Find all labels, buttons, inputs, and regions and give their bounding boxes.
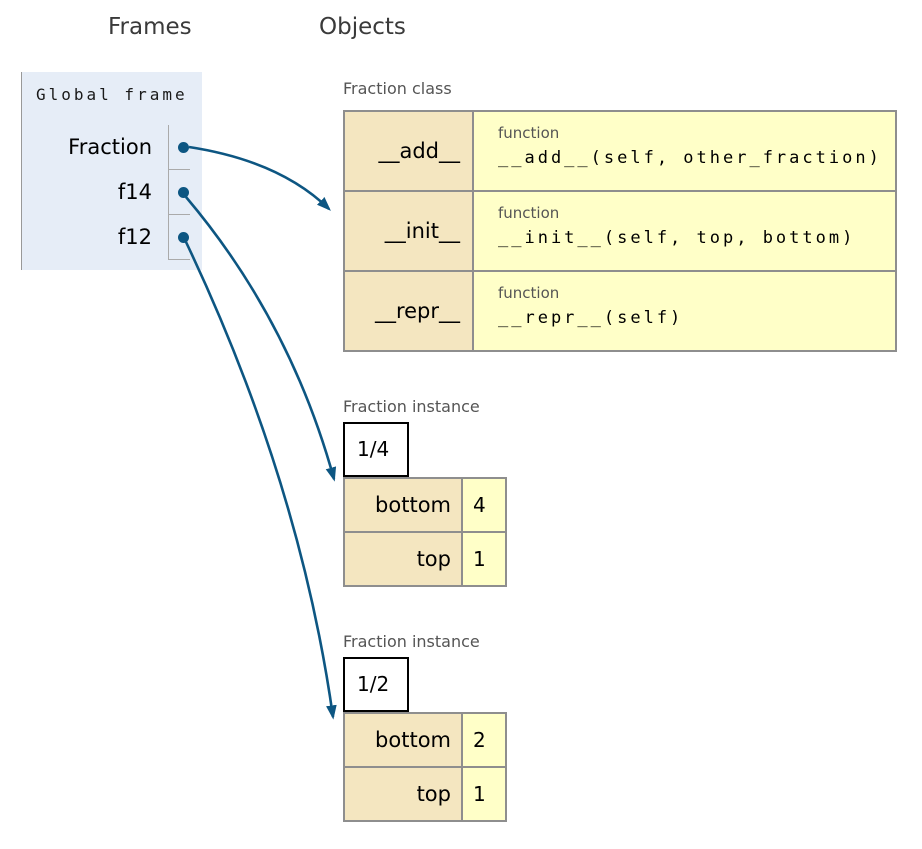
- fraction-instance1-repr-box: 1/4: [343, 422, 409, 477]
- method-row-repr: __repr__ function __repr__(self): [345, 270, 895, 350]
- attribute-name: top: [345, 768, 461, 820]
- fraction-class-table: __add__ function __add__(self, other_fra…: [343, 110, 897, 352]
- fraction-instance2-type-label: Fraction instance: [343, 632, 480, 651]
- attribute-row-top: top 1: [345, 531, 505, 585]
- variable-row-fraction: Fraction: [22, 125, 202, 170]
- attribute-value: 2: [461, 714, 505, 766]
- function-signature: __init__(self, top, bottom): [498, 228, 856, 248]
- attribute-row-bottom: bottom 2: [345, 714, 505, 766]
- attribute-name: top: [345, 533, 461, 585]
- fraction-instance1-table: bottom 4 top 1: [343, 477, 507, 587]
- pointer-dot: [178, 231, 189, 243]
- objects-column-heading: Objects: [319, 14, 406, 40]
- arrow-f12-to-instance: [184, 241, 337, 720]
- method-name: __add__: [345, 112, 472, 190]
- variable-name: Fraction: [68, 135, 152, 159]
- fraction-instance2-repr-box: 1/2: [343, 657, 409, 712]
- method-name: __repr__: [345, 272, 472, 350]
- variable-name: f14: [117, 180, 152, 204]
- method-row-init: __init__ function __init__(self, top, bo…: [345, 190, 895, 270]
- attribute-row-bottom: bottom 4: [345, 479, 505, 531]
- method-name: __init__: [345, 192, 472, 270]
- frames-column-heading: Frames: [108, 14, 192, 40]
- variable-value-cell: [168, 125, 190, 170]
- frame-variable-list: Fraction f14 f12: [22, 125, 202, 260]
- variable-value-cell: [168, 170, 190, 215]
- attribute-name: bottom: [345, 714, 461, 766]
- variable-row-f12: f12: [22, 215, 202, 260]
- pointer-dot: [178, 141, 189, 153]
- method-row-add: __add__ function __add__(self, other_fra…: [345, 112, 895, 190]
- variable-name: f12: [117, 225, 152, 249]
- attribute-value: 1: [461, 533, 505, 585]
- method-value-cell: function __add__(self, other_fraction): [472, 112, 895, 190]
- attribute-value: 4: [461, 479, 505, 531]
- function-signature: __add__(self, other_fraction): [498, 148, 882, 168]
- variable-row-f14: f14: [22, 170, 202, 215]
- fraction-instance1-type-label: Fraction instance: [343, 397, 480, 416]
- method-value-cell: function __repr__(self): [472, 272, 895, 350]
- global-frame-label: Global frame: [36, 85, 188, 104]
- object-type-text: function: [498, 124, 560, 142]
- fraction-instance2-table: bottom 2 top 1: [343, 712, 507, 822]
- arrow-fraction-to-class: [188, 145, 331, 211]
- function-signature: __repr__(self): [498, 308, 684, 328]
- object-type-text: function: [498, 284, 560, 302]
- pointer-dot: [178, 186, 189, 198]
- global-frame: Global frame Fraction f14 f12: [21, 72, 202, 270]
- fraction-class-type-label: Fraction class: [343, 79, 452, 98]
- variable-value-cell: [168, 215, 190, 260]
- object-type-text: function: [498, 204, 560, 222]
- arrow-f14-to-instance: [185, 196, 337, 482]
- method-value-cell: function __init__(self, top, bottom): [472, 192, 895, 270]
- attribute-value: 1: [461, 768, 505, 820]
- attribute-name: bottom: [345, 479, 461, 531]
- attribute-row-top: top 1: [345, 766, 505, 820]
